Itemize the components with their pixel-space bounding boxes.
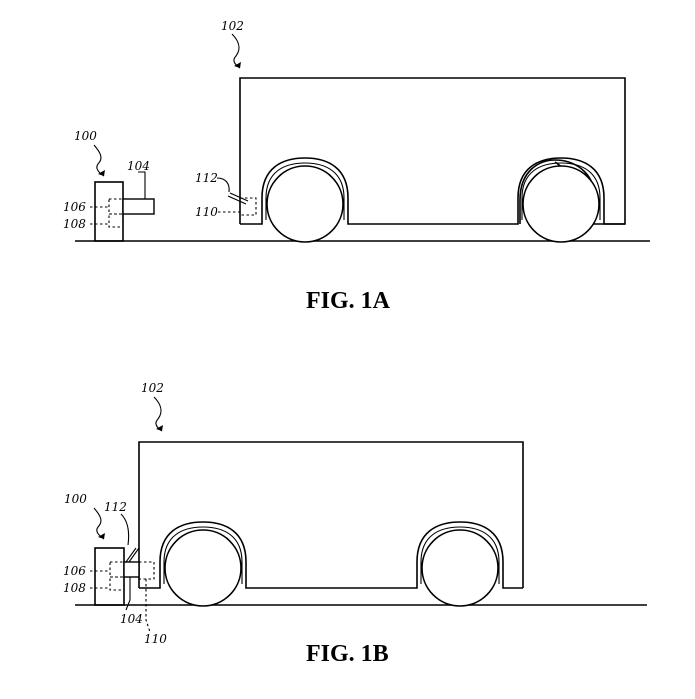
label-112: 112 xyxy=(195,171,218,185)
leader-102 xyxy=(153,396,163,432)
label-108: 108 xyxy=(63,217,86,231)
device-100 xyxy=(94,547,125,606)
part-106 xyxy=(109,561,125,578)
label-102: 102 xyxy=(141,381,164,395)
port-110 xyxy=(239,197,257,216)
figure-1a: 102 100 104 106 108 112 110 FIG. 1A xyxy=(63,19,650,314)
label-100: 100 xyxy=(74,129,97,143)
leader-100 xyxy=(93,507,105,540)
port-110 xyxy=(138,561,155,580)
part-108 xyxy=(108,213,124,228)
vehicle-body xyxy=(138,441,524,588)
vehicle-underbody xyxy=(240,157,625,225)
front-wheel xyxy=(164,529,242,607)
rear-wheel xyxy=(522,165,600,243)
part-108 xyxy=(109,576,125,591)
cable-112 xyxy=(227,192,249,205)
label-106: 106 xyxy=(63,200,86,214)
leader-104 xyxy=(138,171,146,199)
caption-fig-1b: FIG. 1B xyxy=(306,641,389,667)
leader-112 xyxy=(120,513,130,546)
vehicle-underbody xyxy=(139,521,523,589)
label-106: 106 xyxy=(63,564,86,578)
rear-arch-inner xyxy=(521,162,601,220)
label-110: 110 xyxy=(144,632,167,646)
front-arch-inner xyxy=(163,526,243,584)
rear-wheel xyxy=(421,529,499,607)
leader-100 xyxy=(93,144,105,177)
arrow-100 xyxy=(98,533,105,539)
label-112: 112 xyxy=(104,500,127,514)
front-arch-inner xyxy=(265,162,345,220)
label-110: 110 xyxy=(195,205,218,219)
leader-102 xyxy=(231,33,241,69)
caption-fig-1a: FIG. 1A xyxy=(306,288,391,314)
leader-112 xyxy=(216,177,230,193)
arrow-102 xyxy=(156,425,163,431)
label-102: 102 xyxy=(221,19,244,33)
arrow-100 xyxy=(98,170,105,176)
front-wheel xyxy=(266,165,344,243)
leader-110 xyxy=(145,579,151,633)
label-104: 104 xyxy=(127,159,150,173)
cable-112 xyxy=(125,547,140,563)
label-108: 108 xyxy=(63,581,86,595)
label-100: 100 xyxy=(64,492,87,506)
rear-arch-inner xyxy=(420,526,500,584)
arrow-102 xyxy=(234,62,241,68)
part-106 xyxy=(108,198,124,215)
figure-1b: 102 100 112 106 108 104 110 FIG. 1B xyxy=(63,381,647,667)
label-104: 104 xyxy=(120,612,143,626)
connector-104 xyxy=(123,561,140,578)
connector-104 xyxy=(122,198,155,215)
leader-104 xyxy=(125,577,131,611)
